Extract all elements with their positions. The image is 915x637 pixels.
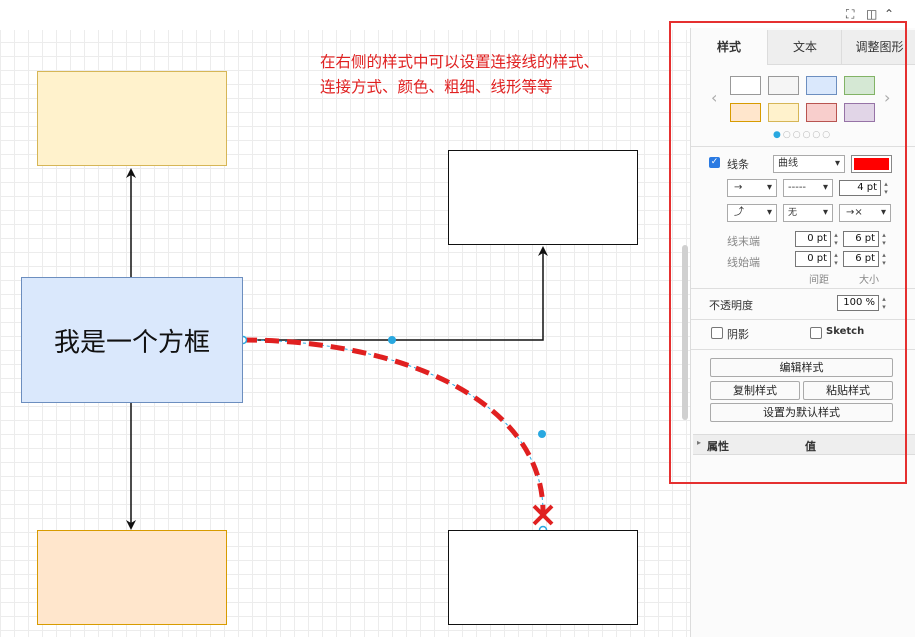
- connection-style-select[interactable]: ⤴ ▾: [727, 204, 777, 222]
- tab-style[interactable]: 样式: [691, 30, 767, 64]
- stepper-icon[interactable]: ▴▾: [884, 180, 888, 196]
- spacing-caption: 间距: [809, 275, 829, 286]
- line-pattern-select[interactable]: ----- ▾: [783, 179, 833, 197]
- chevron-down-icon: ▾: [834, 158, 840, 169]
- swatch-orange[interactable]: [730, 103, 761, 122]
- swatch-purple[interactable]: [844, 103, 875, 122]
- chevron-right-icon: ▸: [697, 438, 702, 447]
- separator: [691, 288, 915, 289]
- line-width-input[interactable]: 4 pt: [839, 180, 881, 196]
- annotation-text: 在右侧的样式中可以设置连接线的样式、 连接方式、颜色、粗细、线形等等: [320, 50, 599, 100]
- opacity-input[interactable]: 100 %: [837, 295, 879, 311]
- set-default-style-button[interactable]: 设置为默认样式: [710, 403, 893, 422]
- stepper-icon[interactable]: ▴▾: [882, 251, 886, 267]
- panel-scrollbar[interactable]: [682, 245, 688, 420]
- swatch-red[interactable]: [806, 103, 837, 122]
- main-box[interactable]: 我是一个方框: [21, 277, 243, 403]
- swatch-white[interactable]: [730, 76, 761, 95]
- edit-style-button[interactable]: 编辑样式: [710, 358, 893, 377]
- separator: [691, 319, 915, 320]
- line-end-label: 线末端: [727, 235, 760, 248]
- edge-end-cross-icon: [532, 504, 554, 526]
- collapse-up-icon[interactable]: ⌃: [884, 7, 895, 21]
- property-value-header: 值: [805, 440, 816, 453]
- chevron-down-icon: ▾: [822, 182, 828, 193]
- edge-curve-handle[interactable]: [538, 430, 546, 438]
- swatch-gray[interactable]: [768, 76, 799, 95]
- line-end-size-input[interactable]: 6 pt: [843, 231, 879, 247]
- right-bottom-box[interactable]: [448, 530, 638, 625]
- size-caption: 大小: [859, 275, 879, 286]
- chevron-left-icon[interactable]: ‹: [711, 88, 718, 107]
- separator: [691, 146, 915, 147]
- shadow-checkbox[interactable]: [711, 327, 723, 339]
- arrow-style-select[interactable]: → ▾: [727, 179, 777, 197]
- top-toolbar: ⛶ ◫ ⌃: [0, 0, 915, 30]
- swatch-blue[interactable]: [806, 76, 837, 95]
- format-panel: 样式 文本 调整图形 ‹ › ●○○○○○ ✓ 线条 曲线 ▾ → ▾ ----…: [690, 28, 915, 637]
- chevron-right-icon[interactable]: ›: [884, 88, 891, 107]
- stepper-icon[interactable]: ▴▾: [834, 251, 838, 267]
- fullscreen-icon[interactable]: ⛶: [846, 7, 855, 21]
- diagram-svg: [126, 168, 554, 535]
- chevron-down-icon: ▾: [766, 207, 772, 218]
- main-box-label: 我是一个方框: [53, 327, 210, 358]
- annotation-line-1: 在右侧的样式中可以设置连接线的样式、: [320, 53, 600, 71]
- chevron-down-icon: ▾: [880, 207, 886, 218]
- chevron-down-icon: ▾: [822, 207, 828, 218]
- edge-selection-outline: [242, 339, 544, 513]
- swatch-yellow[interactable]: [768, 103, 799, 122]
- line-color-swatch: [854, 158, 889, 170]
- stepper-icon[interactable]: ▴▾: [882, 295, 886, 311]
- sketch-checkbox[interactable]: [810, 327, 822, 339]
- right-top-box[interactable]: [448, 150, 638, 245]
- line-color-button[interactable]: [851, 155, 892, 173]
- shadow-label: 阴影: [727, 328, 749, 341]
- line-checkbox[interactable]: ✓: [709, 157, 720, 168]
- line-label: 线条: [727, 158, 749, 171]
- swatch-green[interactable]: [844, 76, 875, 95]
- line-end-arrow-select[interactable]: →× ▾: [839, 204, 891, 222]
- line-start-label: 线始端: [727, 256, 760, 269]
- line-start-size-input[interactable]: 6 pt: [843, 251, 879, 267]
- top-box[interactable]: [37, 71, 227, 166]
- tab-text[interactable]: 文本: [767, 30, 842, 65]
- swatch-page-dots[interactable]: ●○○○○○: [773, 130, 833, 140]
- panel-toggle-icon[interactable]: ◫: [866, 7, 878, 21]
- line-start-spacing-input[interactable]: 0 pt: [795, 251, 831, 267]
- edge-main-to-right-top[interactable]: [243, 246, 548, 341]
- selected-curved-edge[interactable]: [242, 337, 546, 513]
- line-style-select[interactable]: 曲线 ▾: [773, 155, 845, 173]
- stepper-icon[interactable]: ▴▾: [834, 231, 838, 247]
- property-name-header: 属性: [707, 440, 729, 453]
- tab-arrange[interactable]: 调整图形: [841, 30, 915, 65]
- separator: [691, 349, 915, 350]
- sketch-label: Sketch: [826, 326, 865, 337]
- waypoint-select[interactable]: 无 ▾: [783, 204, 833, 222]
- bottom-box[interactable]: [37, 530, 227, 625]
- annotation-line-2: 连接方式、颜色、粗细、线形等等: [320, 78, 553, 96]
- chevron-down-icon: ▾: [766, 182, 772, 193]
- opacity-label: 不透明度: [709, 299, 753, 312]
- line-end-spacing-input[interactable]: 0 pt: [795, 231, 831, 247]
- copy-style-button[interactable]: 复制样式: [710, 381, 800, 400]
- paste-style-button[interactable]: 粘贴样式: [803, 381, 893, 400]
- curved-connector-icon: ⤴: [734, 207, 744, 218]
- properties-header[interactable]: ▸ 属性 值: [693, 434, 915, 455]
- edge-midpoint-handle[interactable]: [388, 336, 396, 344]
- stepper-icon[interactable]: ▴▾: [882, 231, 886, 247]
